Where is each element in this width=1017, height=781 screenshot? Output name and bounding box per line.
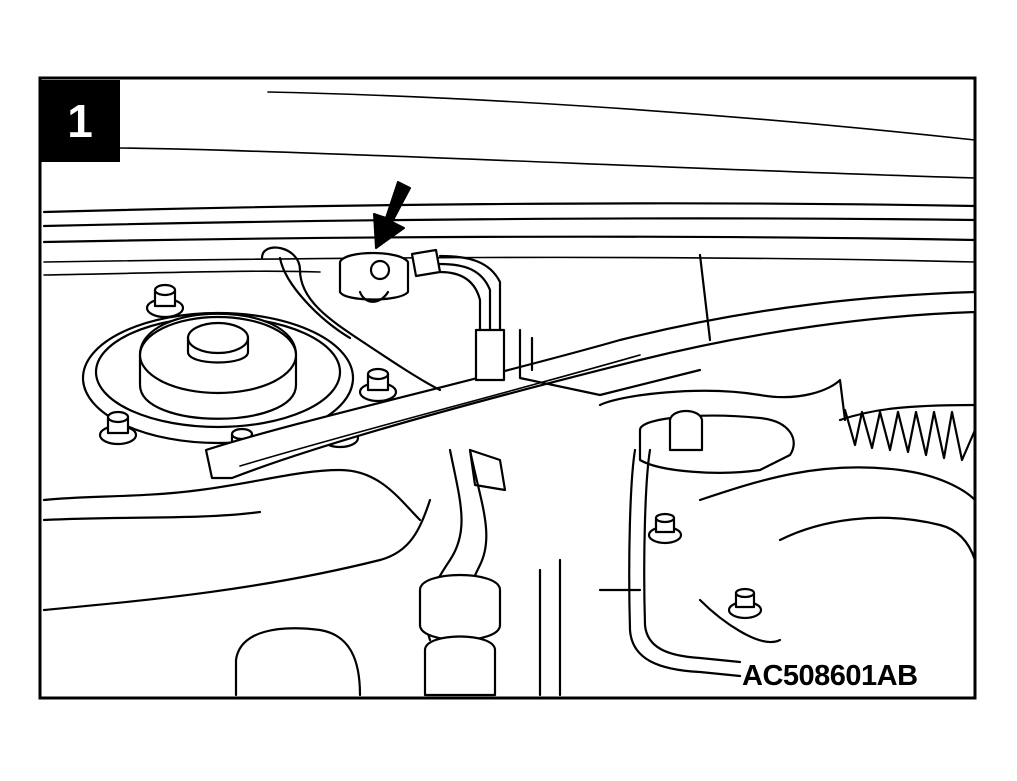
down-arrow-icon [373,181,411,249]
strut-tower [42,311,432,612]
intake-manifold [538,378,977,697]
step-number-badge: 1 [40,80,120,162]
wiring-harness [260,246,506,392]
figure-reference-code: AC508601AB [742,660,918,692]
strut-brace-bar [204,290,977,480]
reservoir-box [518,253,712,397]
coolant-hose [234,448,507,697]
cowl-panel [42,91,977,276]
figure-frame [38,76,977,700]
